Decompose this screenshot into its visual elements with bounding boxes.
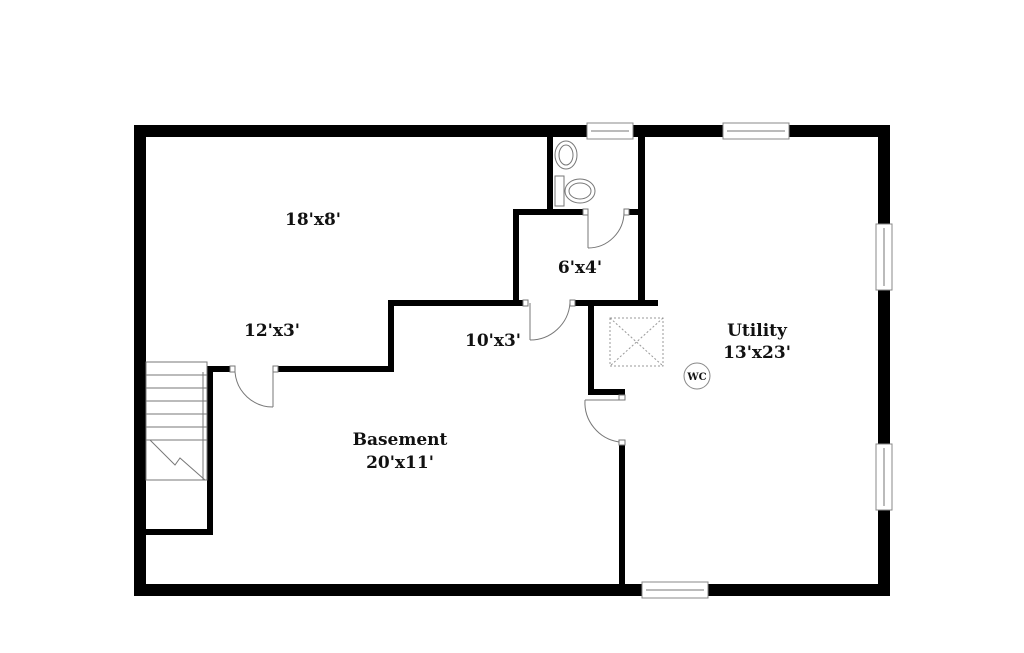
window-utility-top bbox=[722, 122, 790, 140]
doors bbox=[229, 208, 630, 446]
window-right-2 bbox=[875, 443, 893, 511]
interior-walls bbox=[146, 137, 658, 584]
utility-name: Utility bbox=[727, 321, 788, 341]
window-bath-top bbox=[586, 122, 634, 140]
window-bottom bbox=[641, 581, 709, 599]
room-6x4-dims: 6'x4' bbox=[558, 258, 602, 278]
utility-dims: 13'x23' bbox=[723, 343, 791, 363]
door-12x3 bbox=[229, 365, 279, 408]
room-18x8-dims: 18'x8' bbox=[285, 210, 341, 230]
bathroom-fixtures bbox=[554, 140, 596, 207]
door-6x4 bbox=[522, 299, 576, 341]
room-10x3-dims: 10'x3' bbox=[465, 331, 521, 351]
window-right-1 bbox=[875, 223, 893, 291]
room-12x3-dims: 12'x3' bbox=[244, 321, 300, 341]
basement-dims: 20'x11' bbox=[366, 453, 434, 473]
toilet-icon bbox=[554, 175, 596, 207]
basement-name: Basement bbox=[353, 430, 448, 450]
skylight-hatch-icon bbox=[609, 317, 664, 367]
room-labels: 18'x8' 12'x3' 10'x3' 6'x4' Utility 13'x2… bbox=[244, 210, 791, 473]
wc-label: WC bbox=[686, 372, 706, 383]
windows bbox=[586, 122, 893, 599]
water-closet-icon: WC bbox=[683, 362, 711, 390]
sink-icon bbox=[554, 140, 578, 170]
stairs bbox=[145, 361, 208, 481]
door-bath bbox=[582, 208, 630, 249]
door-utility bbox=[584, 394, 626, 446]
